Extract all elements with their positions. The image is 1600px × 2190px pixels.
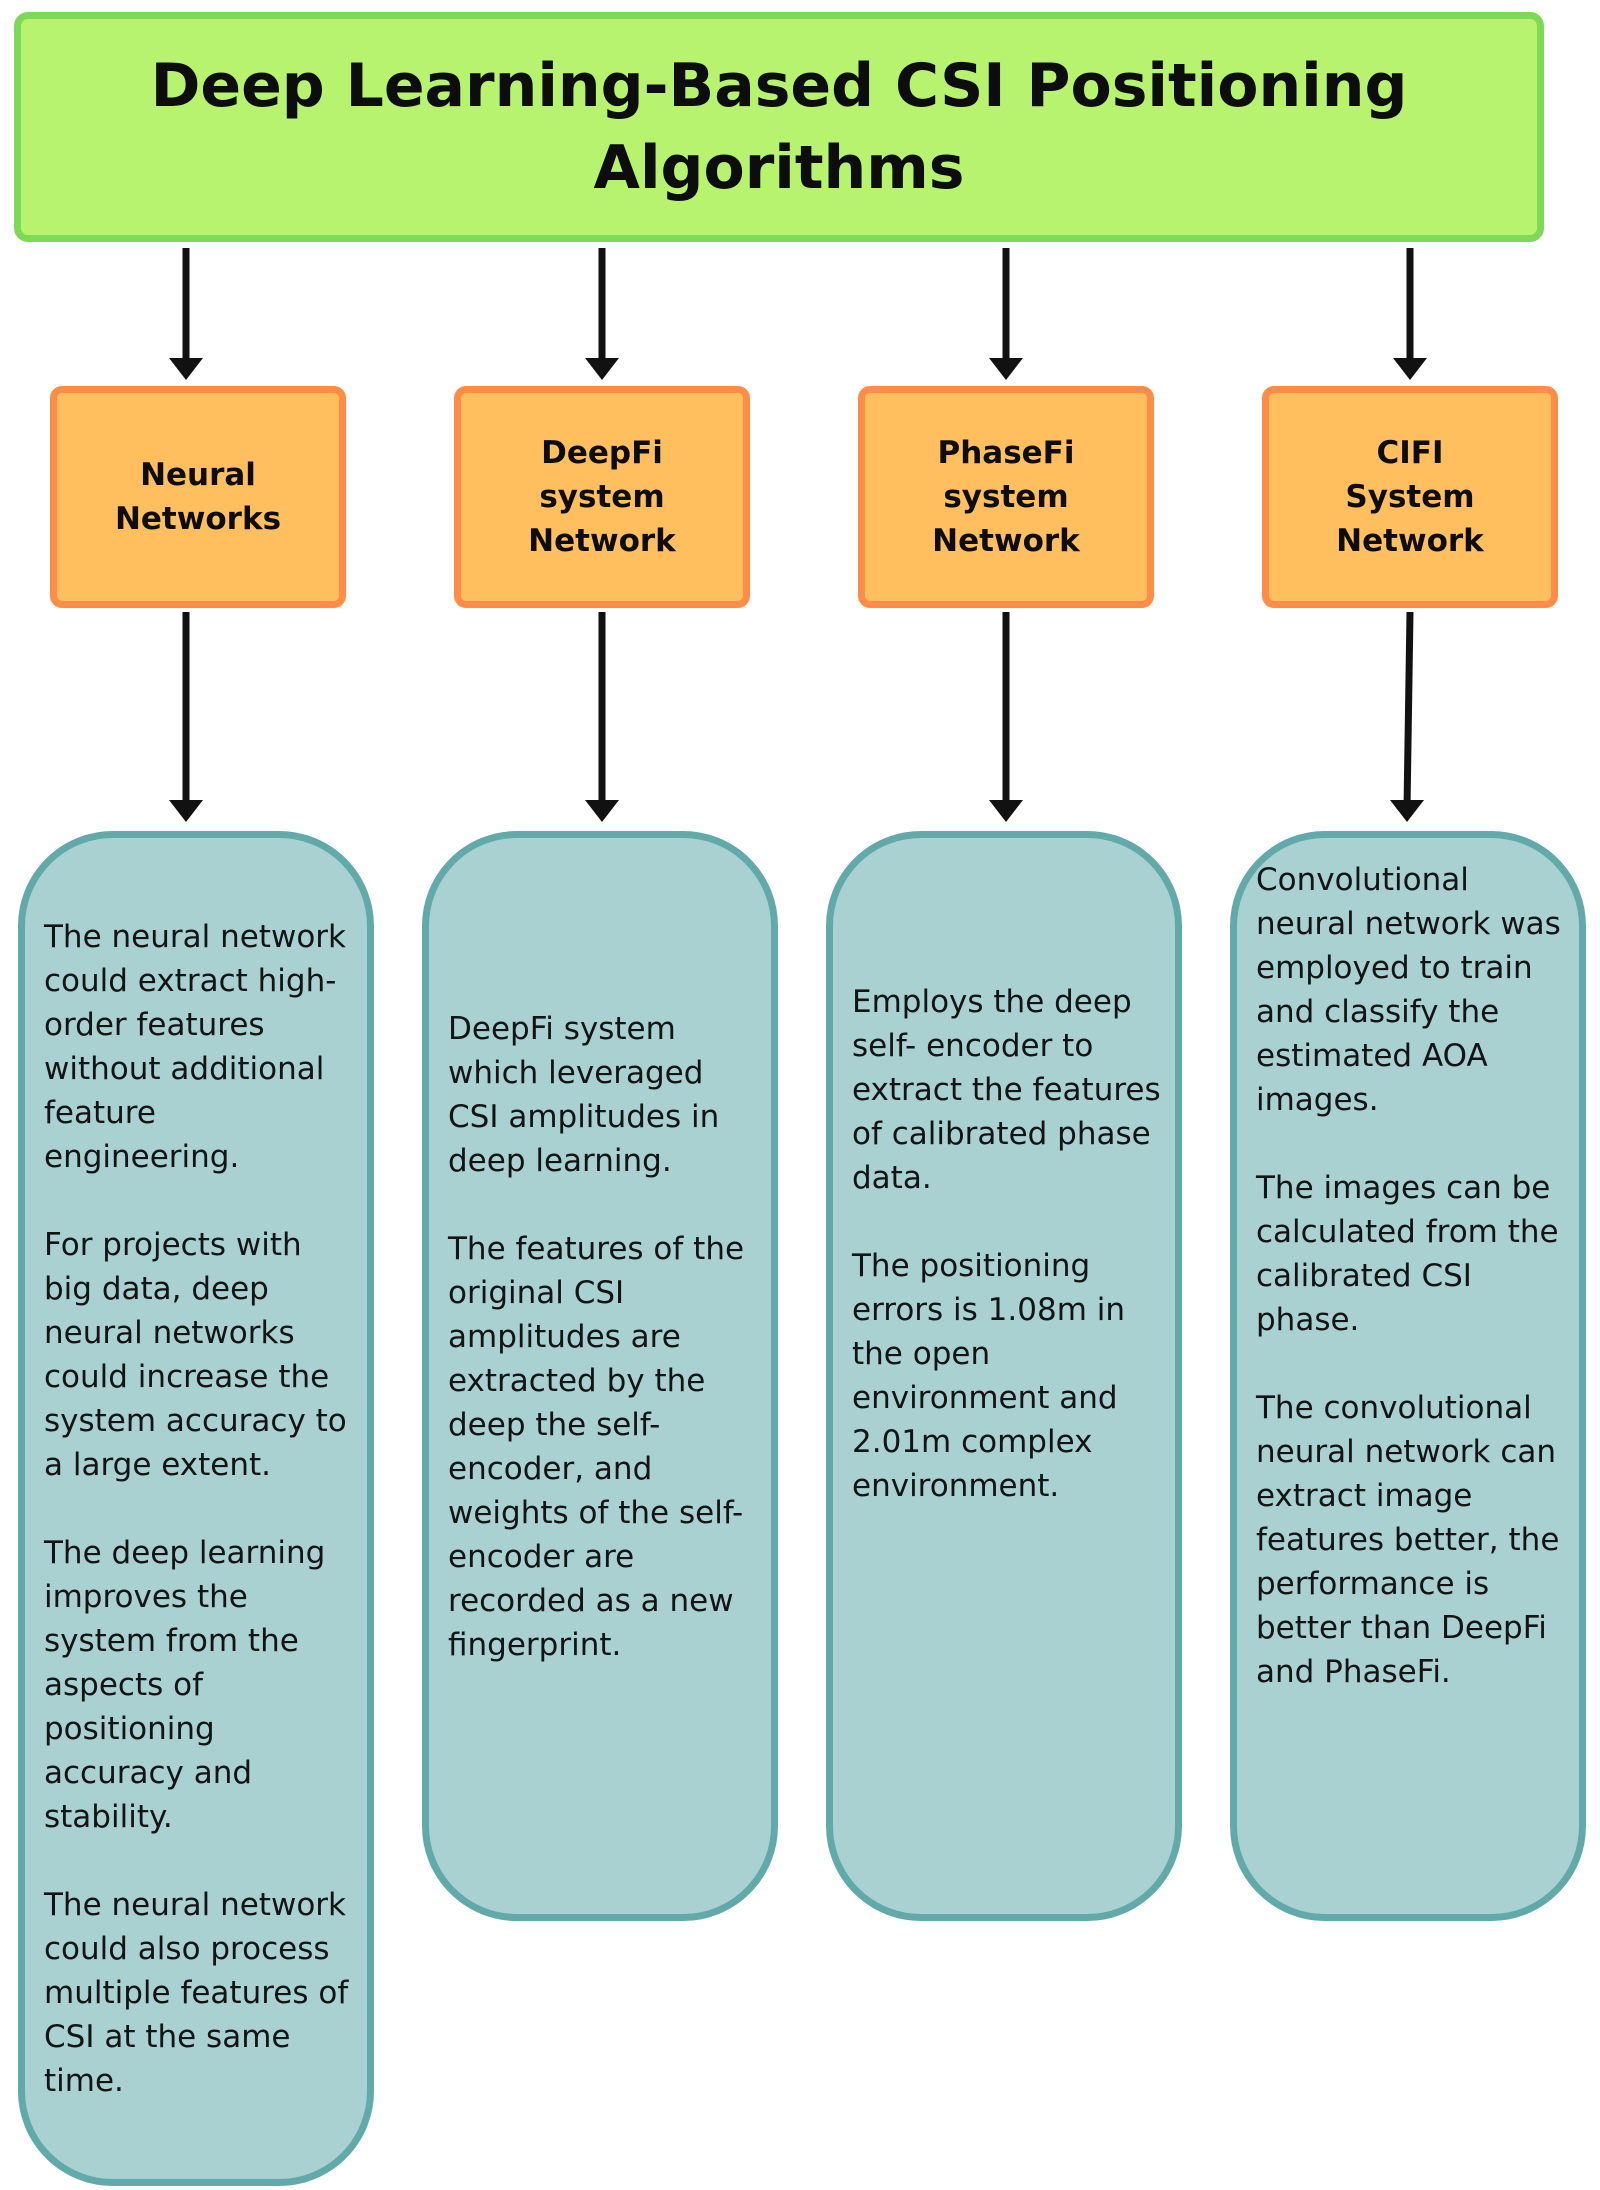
arrowhead (585, 358, 619, 380)
arrowhead (585, 800, 619, 822)
category-label: DeepFi system Network (528, 435, 676, 559)
description-box-deepfi: DeepFi system which leveraged CSI amplit… (422, 831, 778, 1921)
arrowhead (1393, 358, 1427, 380)
description-paragraph: The neural network could extract high-or… (44, 918, 346, 1175)
arrowhead (989, 800, 1023, 822)
category-box-phasefi: PhaseFi system Network (858, 386, 1154, 608)
category-label: Neural Networks (114, 457, 282, 537)
description-paragraph: The convolutional neural network can ext… (1256, 1390, 1560, 1690)
description-box-cifi: Convolutional neural network was employe… (1230, 831, 1586, 1921)
arrowhead (169, 358, 203, 380)
category-label: CIFI System Network (1336, 435, 1484, 559)
description-paragraph: The positioning errors is 1.08m in the o… (852, 1248, 1126, 1504)
description-paragraph: The deep learning improves the system fr… (44, 1534, 326, 1835)
description-paragraph: The images can be calculated from the ca… (1256, 1170, 1559, 1338)
description-box-phasefi: Employs the deep self- encoder to extrac… (826, 831, 1182, 1921)
category-box-neural-networks: Neural Networks (50, 386, 346, 608)
category-box-deepfi: DeepFi system Network (454, 386, 750, 608)
diagram-title: Deep Learning-Based CSI Positioning Algo… (150, 51, 1408, 203)
arrowhead (989, 358, 1023, 380)
description-paragraph: DeepFi system which leveraged CSI amplit… (448, 1011, 720, 1179)
arrow-to-description-cifi (1403, 611, 1414, 809)
arrowhead (1390, 800, 1424, 822)
description-paragraph: The features of the original CSI amplitu… (448, 1231, 745, 1663)
description-paragraph: The neural network could also process mu… (44, 1886, 349, 2099)
arrowhead (169, 800, 203, 822)
description-box-neural-networks: The neural network could extract high-or… (18, 831, 374, 2186)
description-paragraph: Employs the deep self- encoder to extrac… (852, 984, 1161, 1196)
description-paragraph: Convolutional neural network was employe… (1256, 862, 1561, 1118)
category-box-cifi: CIFI System Network (1262, 386, 1558, 608)
title-box: Deep Learning-Based CSI Positioning Algo… (14, 12, 1544, 242)
description-paragraph: For projects with big data, deep neural … (44, 1226, 347, 1483)
category-label: PhaseFi system Network (932, 435, 1080, 559)
